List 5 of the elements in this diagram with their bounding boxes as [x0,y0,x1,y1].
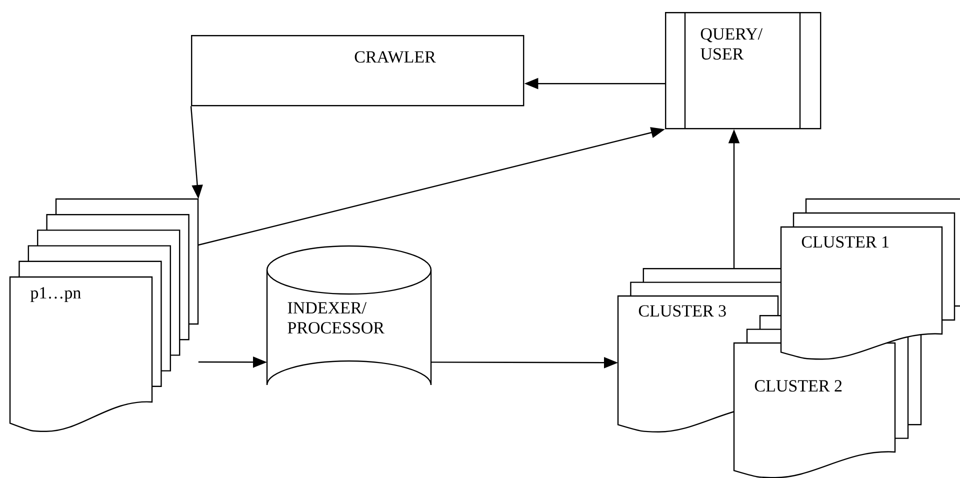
document-stack: CLUSTER 1 [780,198,960,360]
process-box: QUERY/ USER [665,11,822,130]
database-cylinder: INDEXER/ PROCESSOR [266,245,432,386]
document-stack: p1…pn [9,198,199,432]
process-box: CRAWLER [191,35,524,106]
